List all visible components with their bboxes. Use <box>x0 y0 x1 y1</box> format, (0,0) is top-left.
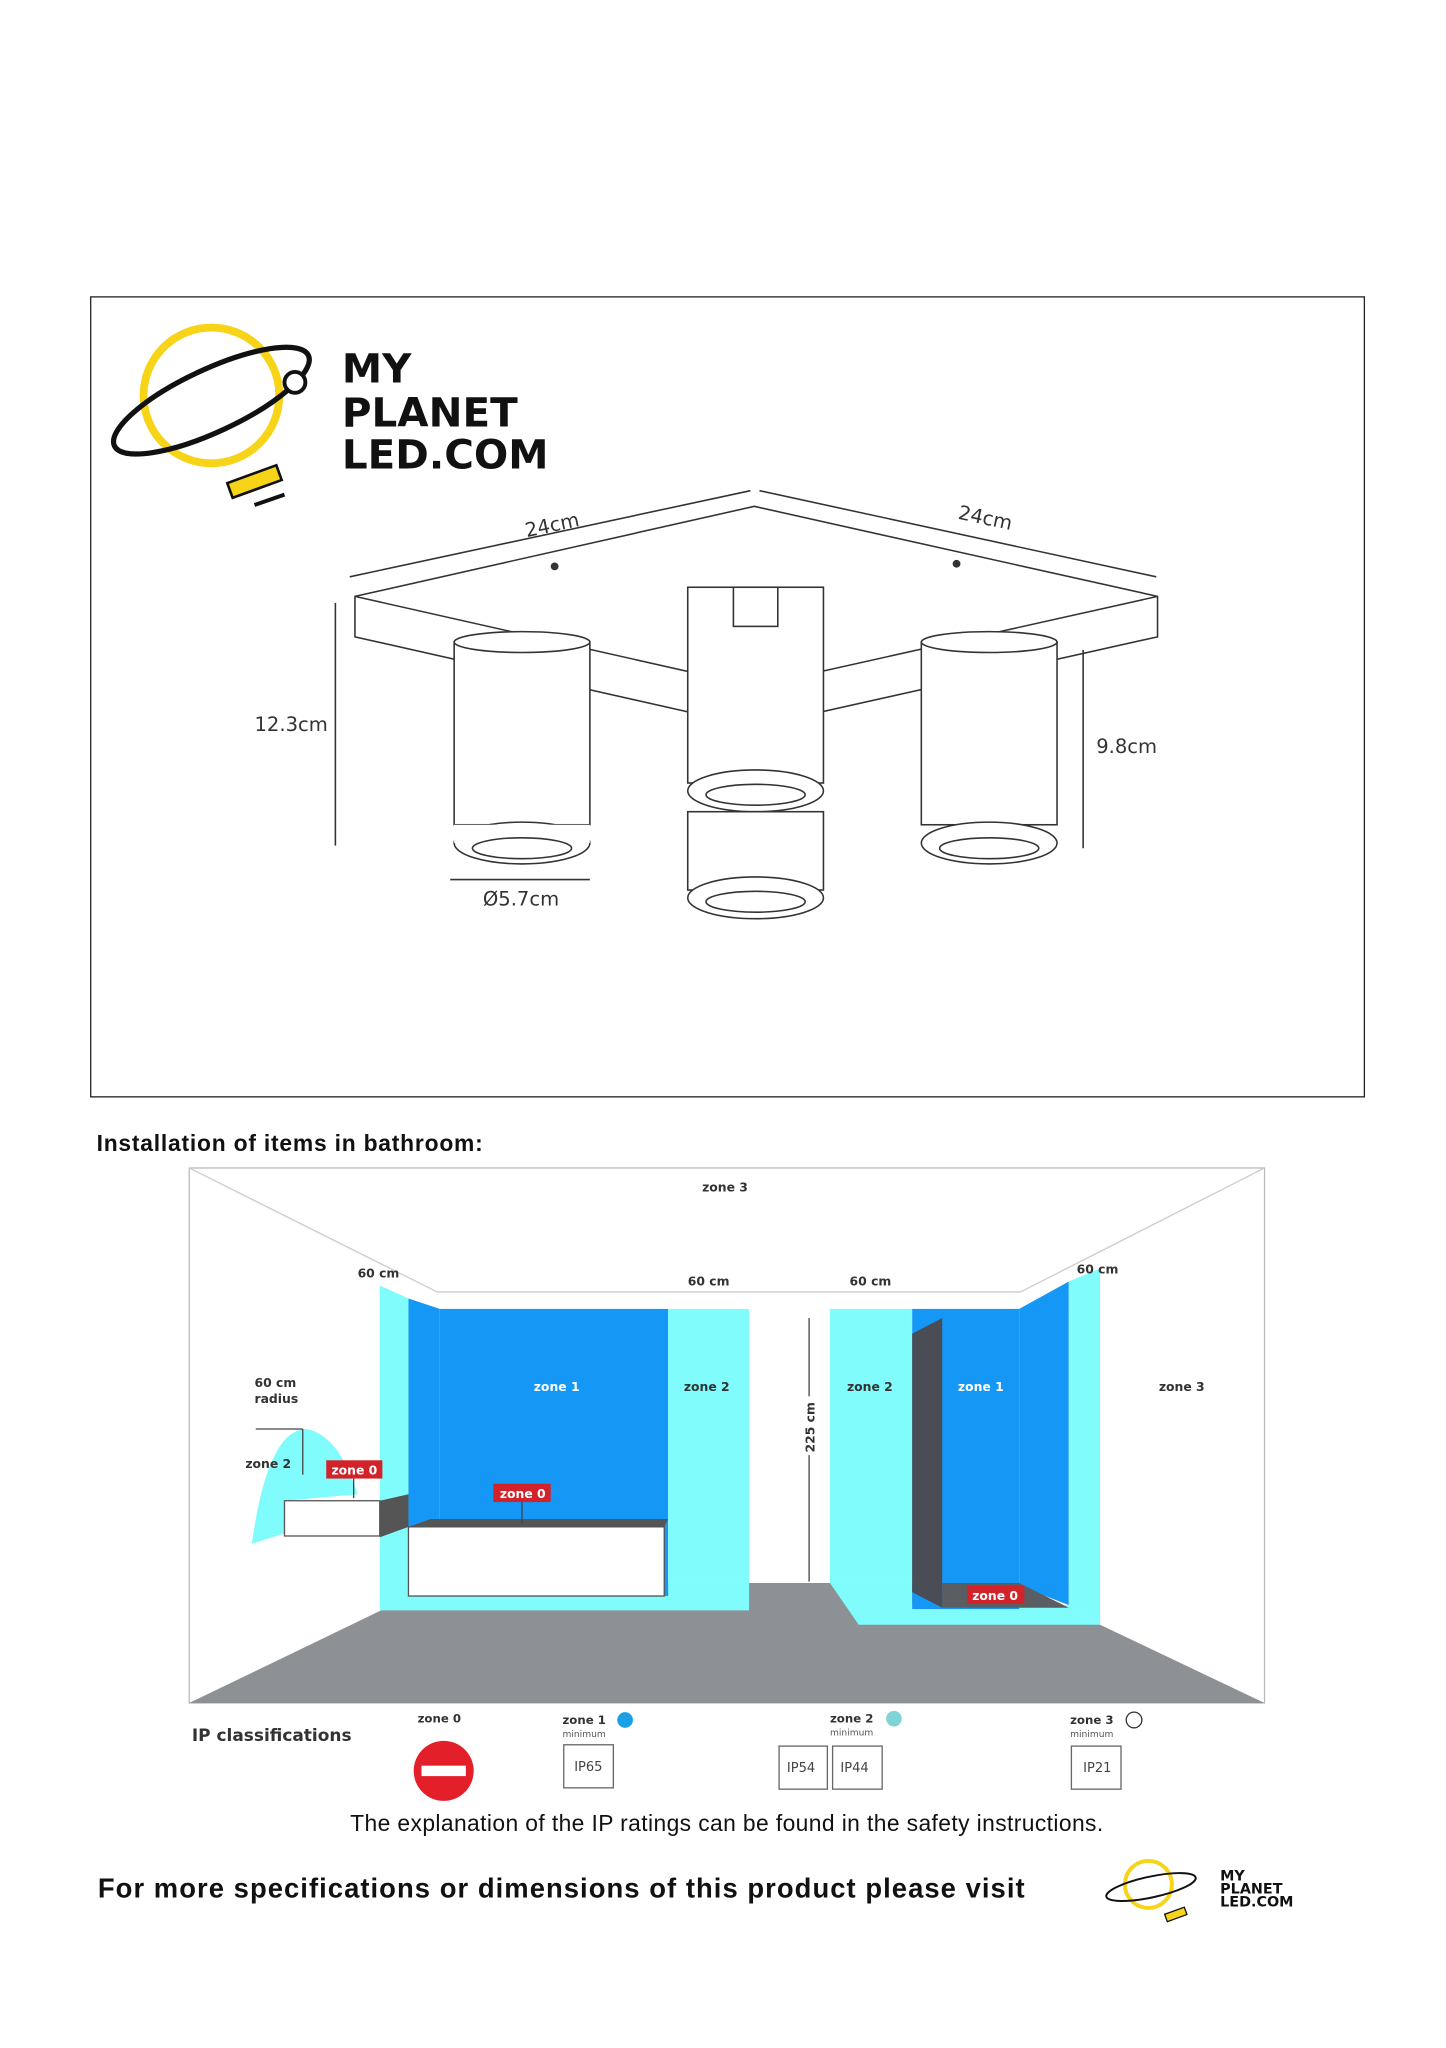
visit-text: For more specifications or dimensions of… <box>97 1873 1026 1904</box>
logo-text-ledcom: LED.COM <box>342 430 549 478</box>
label-zone2-right: zone 2 <box>847 1379 893 1394</box>
label-60cm-left: 60 cm <box>358 1266 400 1281</box>
label-radius-2: radius <box>254 1391 298 1406</box>
label-height: 225 cm <box>802 1402 817 1452</box>
footer-logo-my: MY <box>1220 1869 1245 1885</box>
label-60cm-right: 60 cm <box>1077 1262 1119 1277</box>
ip-zone2-label: zone 2 <box>830 1712 873 1726</box>
label-zone0-bath: zone 0 <box>500 1486 546 1501</box>
zone3-circle-icon <box>1125 1711 1143 1729</box>
myplanetled-logo: MY PLANET LED.COM <box>110 323 549 507</box>
bathroom-heading: Installation of items in bathroom: <box>96 1130 484 1157</box>
zone1-dot-icon <box>617 1712 633 1728</box>
shower-panel <box>912 1318 943 1608</box>
product-drawing-frame <box>90 296 1366 1098</box>
logo-bulb-base <box>225 463 284 500</box>
label-zone0-sink: zone 0 <box>331 1463 377 1478</box>
sink-zone2 <box>251 1428 358 1544</box>
ip-zone3-label: zone 3 <box>1070 1713 1113 1727</box>
ip-rating-ip21: IP21 <box>1083 1761 1111 1776</box>
ip-zone1-label: zone 1 <box>562 1713 605 1727</box>
bathtub <box>407 1526 665 1597</box>
ip-zone3-minimum: minimum <box>1070 1730 1113 1740</box>
sink <box>283 1500 381 1537</box>
logo-line <box>253 492 286 507</box>
label-zone3-top: zone 3 <box>702 1179 748 1194</box>
footer-logo-ledcom: LED.COM <box>1220 1895 1293 1911</box>
ip-explanation: The explanation of the IP ratings can be… <box>350 1810 1104 1837</box>
logo-orbit <box>110 344 312 457</box>
label-zone0-shower: zone 0 <box>972 1588 1018 1603</box>
label-zone1-right: zone 1 <box>958 1379 1004 1394</box>
ip-rating-ip54: IP54 <box>787 1761 815 1776</box>
label-60cm-a: 60 cm <box>688 1273 730 1288</box>
dimension-height-total: 12.3cm <box>254 713 327 736</box>
logo-text-planet: PLANET <box>342 389 518 437</box>
zone2-shower-side <box>829 1308 913 1583</box>
no-entry-icon <box>413 1740 474 1801</box>
ip-rating-ip44: IP44 <box>840 1761 868 1776</box>
label-zone3-right: zone 3 <box>1159 1379 1205 1394</box>
ip-zone0-label: zone 0 <box>418 1712 461 1726</box>
logo-text-my: MY <box>342 344 412 392</box>
dimension-height-spot: 9.8cm <box>1096 735 1157 758</box>
ip-rating-ip65: IP65 <box>574 1760 602 1775</box>
label-zone2-sink: zone 2 <box>245 1456 291 1471</box>
footer-logo[interactable]: MY PLANET LED.COM <box>1103 1856 1312 1929</box>
zone2-dot-icon <box>886 1710 902 1727</box>
label-60cm-b: 60 cm <box>850 1273 892 1288</box>
ip-title: IP classifications <box>192 1725 352 1745</box>
label-radius-1: 60 cm <box>254 1375 296 1390</box>
label-zone2-left: zone 2 <box>684 1379 730 1394</box>
label-zone1-left: zone 1 <box>534 1379 580 1394</box>
ip-zone1-minimum: minimum <box>562 1730 605 1740</box>
dimension-diameter: Ø5.7cm <box>483 888 559 911</box>
product-dimension-drawing: 24cm 24cm 12.3cm 9.8cm Ø5.7cm <box>254 489 1159 920</box>
zone2-bath-side <box>668 1308 750 1583</box>
footer-logo-planet: PLANET <box>1220 1882 1283 1898</box>
ip-zone2-minimum: minimum <box>830 1729 873 1739</box>
logo-moon <box>282 369 308 395</box>
